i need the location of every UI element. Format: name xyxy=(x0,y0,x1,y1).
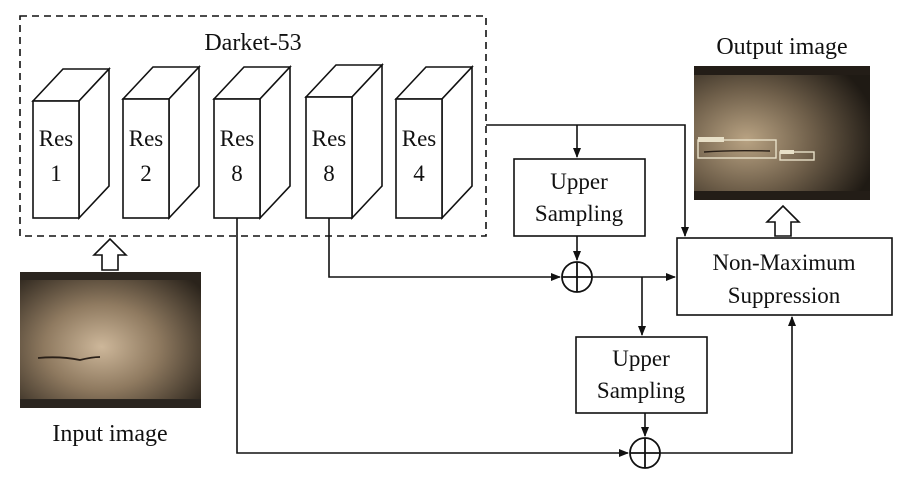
res-block-label: Res xyxy=(402,126,437,151)
upsample-bottom-label-2: Sampling xyxy=(597,378,686,403)
res-block-label: Res xyxy=(129,126,164,151)
nms-box xyxy=(676,237,893,316)
connectors xyxy=(236,124,796,457)
output-hollow-arrow xyxy=(765,204,801,237)
res-block-label: Res xyxy=(312,126,347,151)
upsample-top-label-2: Sampling xyxy=(535,201,624,226)
upsample-top-label: Upper xyxy=(550,169,608,194)
connector-res8a-to-sum xyxy=(236,218,629,457)
res-block-label: Res xyxy=(39,126,74,151)
res-block-2: Res 2 xyxy=(121,64,201,221)
connector-backbone-to-nms xyxy=(486,124,689,237)
detection-box xyxy=(697,139,777,159)
output-caption: Output image xyxy=(716,34,847,60)
upsample-bottom-box xyxy=(575,336,708,414)
input-hollow-arrow xyxy=(92,237,128,271)
res-block-1: Res 1 xyxy=(31,66,111,221)
connector-res8b-to-sum xyxy=(328,218,561,281)
res-block-label: Res xyxy=(220,126,255,151)
res-block-5: Res 4 xyxy=(394,64,474,221)
res-block-3: Res 8 xyxy=(212,64,292,221)
upsample-bottom-label: Upper xyxy=(612,346,670,371)
nms-label: Non-Maximum xyxy=(712,250,855,275)
res-block-count: 1 xyxy=(50,161,62,186)
sum-node-top xyxy=(561,261,593,293)
upsample-top-box xyxy=(513,158,646,237)
sum-node-bottom xyxy=(629,437,661,469)
backbone-container xyxy=(19,15,487,237)
detection-box xyxy=(779,151,815,161)
backbone-group: Darket-53 Res 1 Res 2 Res 8 Res xyxy=(19,15,487,237)
connector-sum-bottom-to-nms xyxy=(660,316,796,454)
res-block-count: 8 xyxy=(231,161,243,186)
nms-label-2: Suppression xyxy=(728,283,841,308)
res-block-4: Res 8 xyxy=(304,62,384,221)
output-image xyxy=(694,66,870,200)
res-block-count: 2 xyxy=(140,161,152,186)
backbone-title: Darket-53 xyxy=(204,30,301,56)
res-block-count: 4 xyxy=(413,161,425,186)
res-block-count: 8 xyxy=(323,161,335,186)
input-image xyxy=(20,272,201,408)
input-caption: Input image xyxy=(52,421,167,447)
